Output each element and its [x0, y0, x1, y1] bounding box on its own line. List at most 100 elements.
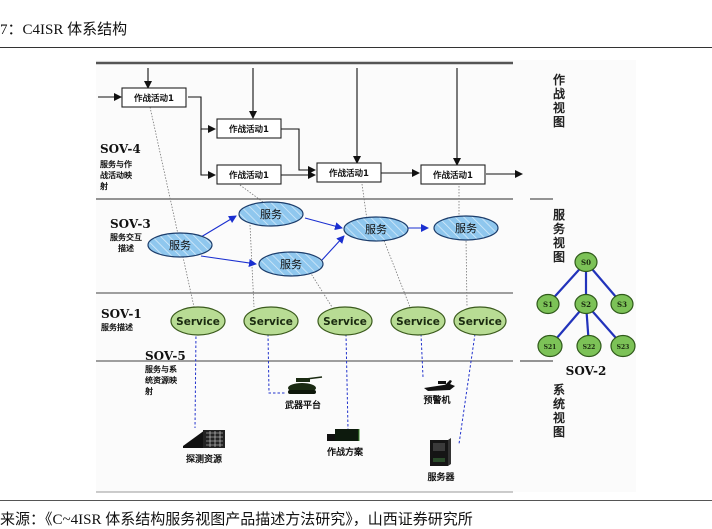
- service-ellipse: [343, 216, 409, 242]
- sov5-code: SOV-5: [145, 349, 186, 363]
- tree-node-circle: [537, 334, 563, 358]
- diagram-background: [96, 60, 636, 492]
- op-view-1: 战: [553, 86, 565, 101]
- interaction-arrow: [321, 235, 345, 261]
- svc-view-3: 图: [553, 250, 565, 264]
- plan-resource: 作战方案: [327, 429, 364, 458]
- sov5-desc-3: 射: [144, 386, 153, 396]
- service-description-ellipse: [453, 306, 507, 336]
- activity-box-frame: [420, 164, 486, 185]
- service-description-label: Service: [323, 316, 367, 328]
- tree-node-circle: [536, 293, 560, 315]
- svc-view-2: 视: [553, 235, 565, 250]
- flow-arrow: [188, 96, 216, 133]
- service-ellipse: [147, 232, 213, 258]
- map-line: [465, 237, 468, 308]
- tree-node-circle: [574, 293, 598, 315]
- resource-line: [267, 333, 286, 394]
- service-description-ellipse: [170, 306, 226, 336]
- op-view-3: 图: [553, 115, 565, 129]
- flow-arrow: [200, 129, 216, 179]
- sov5-desc-2: 统资源映: [145, 375, 178, 385]
- source-note: 来源：《C~4ISR 体系结构服务视图产品描述方法研究》，山西证券研究所: [0, 512, 473, 528]
- service-ellipse: [433, 215, 499, 241]
- activity-box: 作战活动1: [216, 118, 282, 139]
- activity-label: 作战活动1: [433, 170, 473, 181]
- sov3-desc-1: 服务交互: [110, 232, 142, 242]
- service-ellipse: [238, 201, 304, 227]
- tree-node-label: S23: [617, 344, 630, 351]
- tree-node-circle: [610, 334, 636, 358]
- activity-box-frame: [316, 162, 382, 183]
- sov1-code: SOV-1: [101, 307, 142, 321]
- sys-view-0: 系: [553, 382, 565, 397]
- svc-view-0: 服: [553, 207, 566, 222]
- tree-node: S21: [537, 334, 563, 358]
- resource-line: [458, 333, 476, 445]
- interaction-arrow: [200, 255, 257, 267]
- view-labels: 作 战 视 图 服 务 视 图 系 统 视 图: [553, 72, 566, 439]
- service-description-node: Service: [453, 306, 507, 336]
- activity-box: 作战活动1: [316, 162, 382, 183]
- interaction-arrow: [200, 215, 237, 238]
- flow-arrow: [281, 128, 316, 174]
- service-description-label: Service: [176, 316, 220, 328]
- service-label: 服务: [365, 223, 387, 236]
- service-label: 服务: [280, 258, 302, 271]
- activity-box: 作战活动1: [420, 164, 486, 185]
- resource-mapping-lines: [194, 331, 476, 445]
- server-icon: [430, 438, 451, 466]
- svc-view-1: 务: [553, 221, 566, 236]
- tree-node: S1: [536, 293, 560, 315]
- weapon-label: 武器平台: [285, 399, 321, 411]
- service-description-node: Service: [317, 306, 373, 336]
- tree-node-label: S0: [581, 258, 591, 267]
- map-line: [382, 237, 411, 308]
- service-description-node: Service: [243, 306, 299, 336]
- activity-box: 作战活动1: [121, 87, 187, 108]
- service-description-ellipse: [390, 306, 446, 336]
- resource-line: [345, 333, 349, 430]
- service-description-node: Service: [390, 306, 446, 336]
- service-description-label: Service: [458, 316, 502, 328]
- weapon-resource: 武器平台: [285, 376, 323, 411]
- service-interaction: [200, 215, 429, 267]
- sys-view-3: 图: [553, 425, 565, 439]
- service-description-ellipse: [317, 306, 373, 336]
- activity-box: 作战活动1: [216, 164, 282, 185]
- op-view-0: 作: [553, 72, 565, 87]
- sensor-label: 探测资源: [186, 453, 222, 465]
- tree-node-label: S3: [617, 300, 627, 309]
- map-line: [309, 271, 333, 308]
- service-node: 服务: [238, 201, 304, 227]
- sensor-resource: 探测资源: [183, 430, 225, 465]
- tree-node: S2: [574, 293, 598, 315]
- service-label: 服务: [260, 208, 282, 221]
- map-line: [361, 183, 368, 221]
- tree-node-label: S1: [543, 300, 553, 309]
- service-label: 服务: [169, 239, 191, 252]
- tree-node: S0: [574, 251, 598, 273]
- tree-node: S3: [610, 293, 634, 315]
- sov2-label: SOV-2: [566, 364, 607, 378]
- service-description-ellipse: [243, 306, 299, 336]
- mapping-lines: [149, 106, 468, 308]
- service-description-label: Service: [249, 316, 293, 328]
- sov3-code: SOV-3: [110, 217, 151, 231]
- activity-box-frame: [216, 118, 282, 139]
- sov4-desc-3: 射: [99, 181, 108, 191]
- sov1-desc-1: 服务描述: [101, 322, 133, 332]
- service-description-label: Service: [396, 316, 440, 328]
- source-divider: [0, 500, 712, 501]
- tree-node-label: S21: [544, 344, 557, 351]
- tree-node-label: S22: [583, 344, 596, 351]
- caption-divider: [0, 47, 712, 48]
- layer-labels: SOV-4 服务与作 战活动映 射 SOV-3 服务交互 描述 SOV-1 服务…: [99, 142, 186, 396]
- activity-box-frame: [216, 164, 282, 185]
- tree-node-circle: [574, 251, 598, 273]
- map-line: [149, 106, 195, 308]
- interaction-arrow: [304, 217, 343, 231]
- activity-label: 作战活动1: [229, 170, 269, 181]
- sov4-code: SOV-4: [100, 142, 141, 156]
